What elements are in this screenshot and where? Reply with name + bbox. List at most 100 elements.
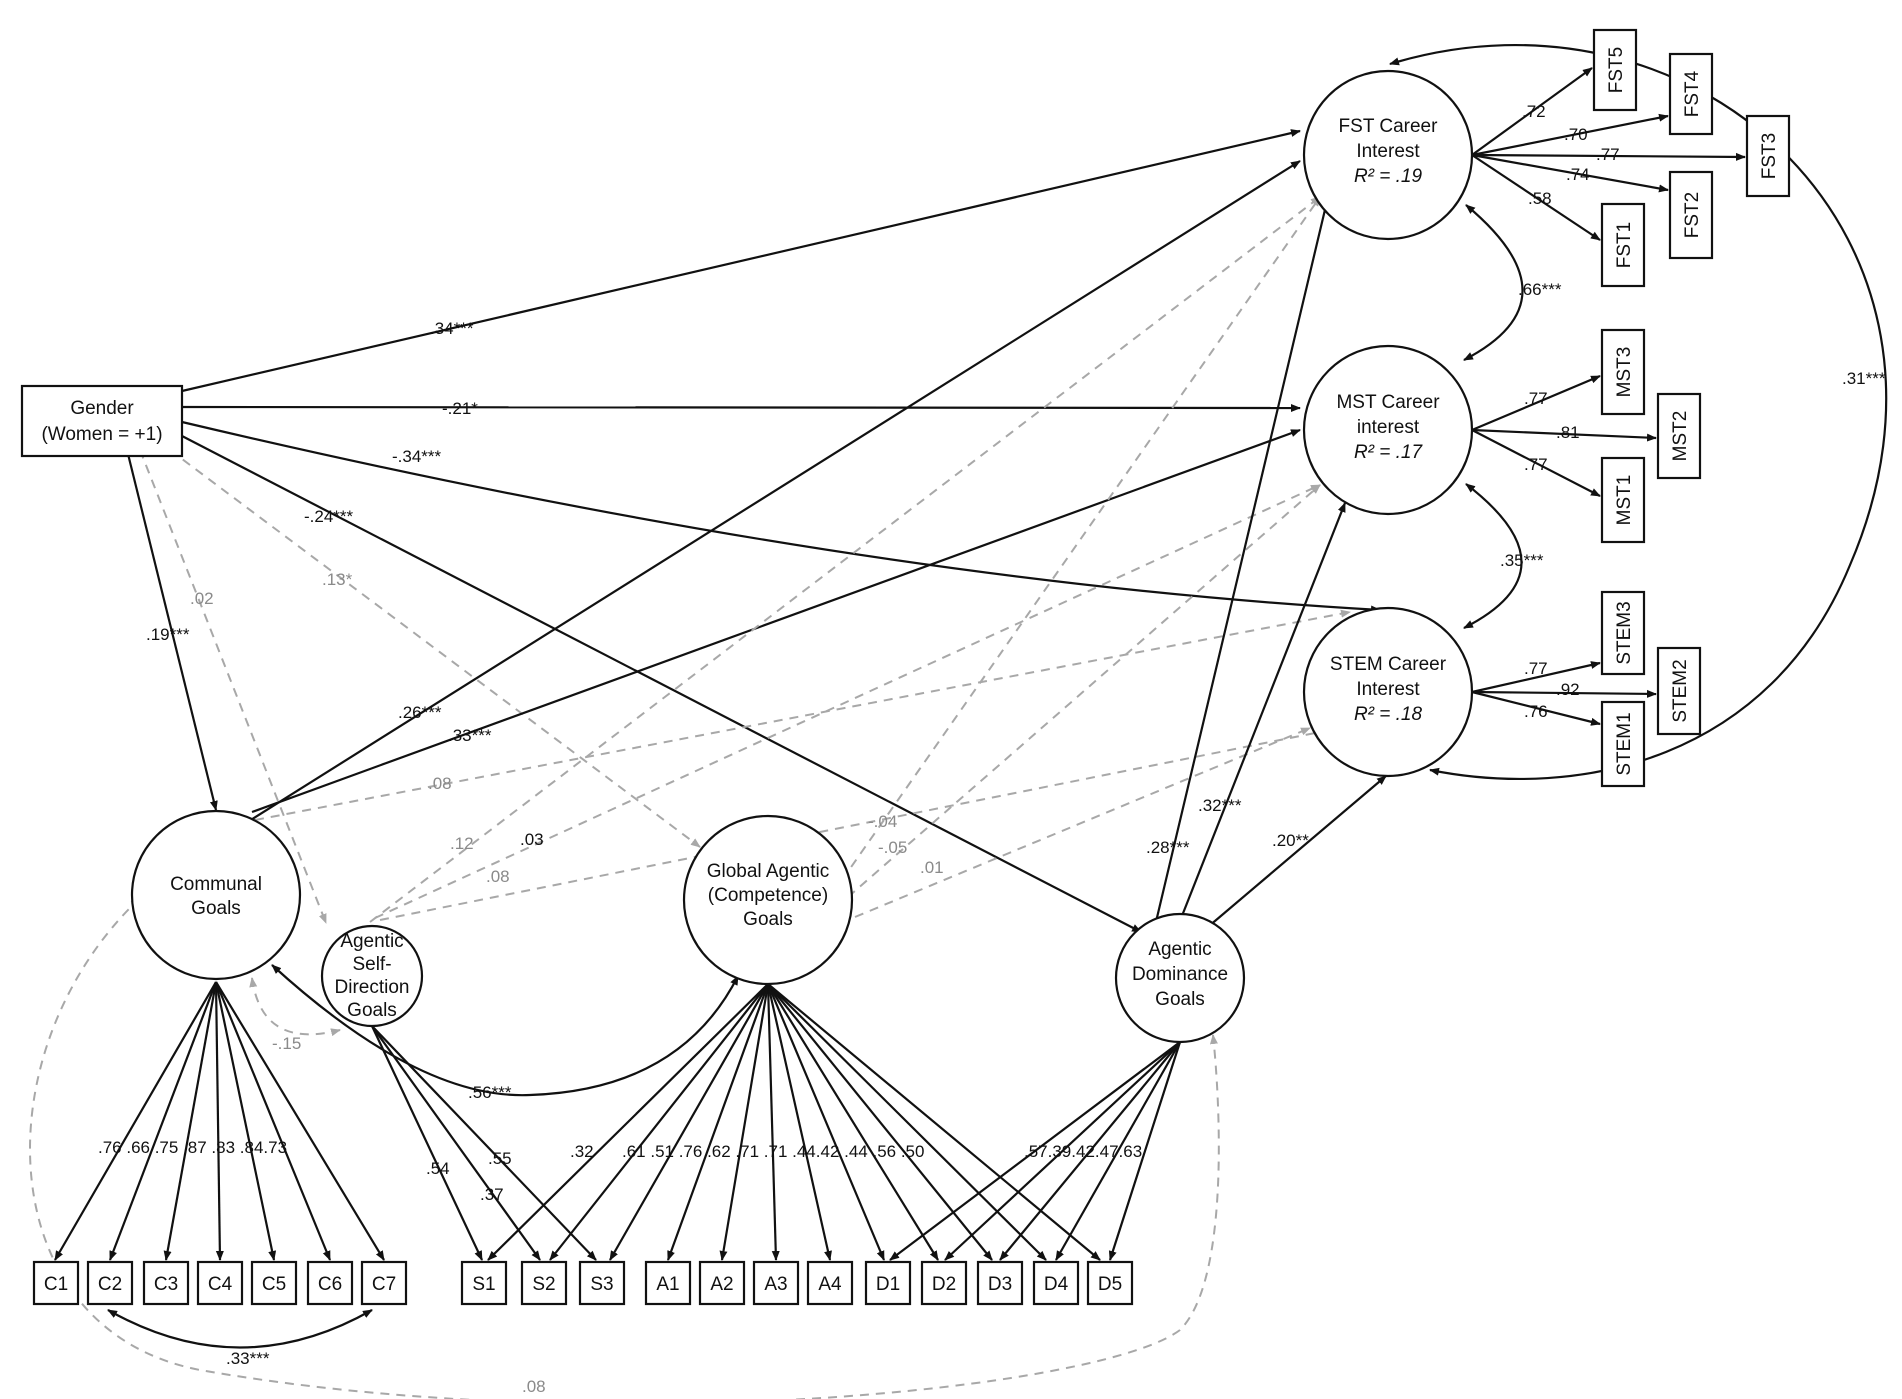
node-stem-line1: STEM Career bbox=[1330, 654, 1447, 675]
load-c3 bbox=[163, 981, 218, 1261]
load-c2 bbox=[108, 981, 218, 1261]
coef-gender-glob: .13* bbox=[322, 570, 353, 589]
indicator-mst3-label: MST3 bbox=[1614, 347, 1635, 398]
indicator-c4-label: C4 bbox=[208, 1274, 233, 1295]
load-s3 bbox=[371, 1025, 597, 1261]
loading-mst1: .77 bbox=[1524, 455, 1548, 474]
indicator-mst1-label: MST1 bbox=[1614, 475, 1635, 526]
load-g-d3 bbox=[767, 983, 993, 1261]
coef-gender-fst: .34*** bbox=[430, 319, 474, 338]
load-s2 bbox=[371, 1025, 541, 1261]
load-g-a3 bbox=[766, 983, 780, 1261]
node-mst-line2: interest bbox=[1357, 417, 1420, 438]
coef-comm-stem: .08 bbox=[428, 774, 452, 793]
loading-fst1: .58 bbox=[1528, 189, 1552, 208]
indicator-c2: C2 bbox=[86, 1260, 134, 1306]
load-fst4 bbox=[1471, 113, 1669, 157]
coef-comm-fst: .26*** bbox=[398, 703, 442, 722]
indicator-stem1-label: STEM1 bbox=[1614, 712, 1635, 775]
node-sd-line2: Self- bbox=[352, 954, 391, 975]
indicator-fst3-label: FST3 bbox=[1759, 133, 1780, 179]
node-mst-r2: R² = .17 bbox=[1354, 442, 1424, 463]
path-gender-glob bbox=[169, 449, 701, 848]
coef-comm-sd: -.15 bbox=[272, 1034, 301, 1053]
path-gender-mst bbox=[181, 403, 1301, 412]
indicator-fst5: FST5 bbox=[1592, 28, 1638, 112]
path-gender-fst bbox=[181, 129, 1301, 393]
indicator-c2-label: C2 bbox=[98, 1274, 122, 1295]
indicator-s3-label: S3 bbox=[590, 1274, 613, 1295]
load-c5 bbox=[214, 981, 277, 1261]
indicator-c7: C7 bbox=[360, 1260, 408, 1306]
indicator-a4-label: A4 bbox=[818, 1274, 842, 1295]
node-stem-career: STEM Career Interest R² = .18 bbox=[1302, 606, 1474, 778]
loading-stem1: .76 bbox=[1524, 702, 1548, 721]
coef-dom-fst: .28*** bbox=[1146, 838, 1190, 857]
load-stem2 bbox=[1471, 689, 1657, 698]
indicator-c3-label: C3 bbox=[154, 1274, 178, 1295]
indicator-stem1: STEM1 bbox=[1600, 700, 1646, 788]
path-sd-mst bbox=[374, 484, 1321, 919]
indicator-s2: S2 bbox=[520, 1260, 568, 1306]
indicator-a1: A1 bbox=[644, 1260, 692, 1306]
loading-fst4: .70 bbox=[1564, 125, 1588, 144]
path-glob-fst bbox=[841, 196, 1321, 881]
node-communal: Communal Goals bbox=[130, 809, 302, 981]
indicator-c6-label: C6 bbox=[318, 1274, 342, 1295]
coef-dom-stem: .20** bbox=[1272, 831, 1309, 850]
corr-fst-mst bbox=[1463, 204, 1524, 361]
indicator-fst2: FST2 bbox=[1668, 170, 1714, 260]
coef-comm-mst: .33*** bbox=[448, 726, 492, 745]
coef-sd-stem: .08 bbox=[486, 867, 510, 886]
indicator-fst4-label: FST4 bbox=[1682, 70, 1703, 117]
path-coefficients: .34*** -.21* -.34*** -.24*** .13* .02 .1… bbox=[146, 280, 1886, 1396]
load-fst5 bbox=[1471, 67, 1593, 156]
load-mst1 bbox=[1471, 429, 1601, 497]
indicator-c5: C5 bbox=[250, 1260, 298, 1306]
indicator-d2: D2 bbox=[920, 1260, 968, 1306]
load-c6 bbox=[214, 981, 332, 1261]
indicator-fst4: FST4 bbox=[1668, 52, 1714, 136]
load-d2 bbox=[944, 1041, 1181, 1261]
coef-gender-stem: -.34*** bbox=[392, 447, 442, 466]
node-dom-line3: Goals bbox=[1155, 989, 1205, 1010]
loading-stem3: .77 bbox=[1524, 659, 1548, 678]
load-g-a1 bbox=[666, 983, 770, 1261]
load-d3 bbox=[999, 1041, 1181, 1261]
node-communal-line1: Communal bbox=[170, 874, 262, 895]
node-dom-line2: Dominance bbox=[1132, 964, 1228, 985]
path-dom-stem bbox=[1201, 775, 1387, 933]
coef-fst-mst: .66*** bbox=[1518, 280, 1562, 299]
coef-c2-c7: .33*** bbox=[226, 1349, 270, 1368]
load-fst2 bbox=[1471, 153, 1669, 193]
coef-sd-mst: .03 bbox=[520, 830, 544, 849]
load-g-a2 bbox=[719, 983, 770, 1261]
loadings-communal: .76 .66 .75 .87 .83 .84.73 bbox=[98, 1138, 287, 1157]
load-stem3 bbox=[1471, 661, 1601, 694]
load-fst3 bbox=[1471, 152, 1746, 161]
path-dom-mst bbox=[1176, 502, 1347, 927]
coef-glob-stem: .01 bbox=[920, 858, 944, 877]
load-g-s2 bbox=[549, 983, 769, 1261]
path-sd-stem bbox=[379, 727, 1331, 921]
load-d4 bbox=[1055, 1041, 1181, 1261]
coef-glob-mst: -.05 bbox=[878, 838, 907, 857]
load-d5 bbox=[1108, 1041, 1182, 1261]
indicator-a4: A4 bbox=[806, 1260, 854, 1306]
indicator-stem3: STEM3 bbox=[1600, 590, 1646, 676]
path-comm-fst bbox=[245, 160, 1301, 824]
coef-comm-glob: .56*** bbox=[468, 1083, 512, 1102]
indicator-c1: C1 bbox=[32, 1260, 80, 1306]
indicator-d1: D1 bbox=[864, 1260, 912, 1306]
loading-coefficients: .76 .66 .75 .87 .83 .84.73 .54 .37 .55 .… bbox=[98, 102, 1620, 1204]
node-glob-line3: Goals bbox=[743, 909, 793, 930]
indicator-a3: A3 bbox=[752, 1260, 800, 1306]
loading-fst3: .77 bbox=[1596, 145, 1620, 164]
node-glob-line2: (Competence) bbox=[708, 885, 828, 906]
coef-gender-mst: -.21* bbox=[442, 399, 478, 418]
indicator-mst1: MST1 bbox=[1600, 456, 1646, 544]
loading-fst2: .74 bbox=[1566, 165, 1590, 184]
loading-s1: .54 bbox=[426, 1159, 450, 1178]
path-glob-mst bbox=[847, 484, 1321, 898]
indicator-c5-label: C5 bbox=[262, 1274, 286, 1295]
